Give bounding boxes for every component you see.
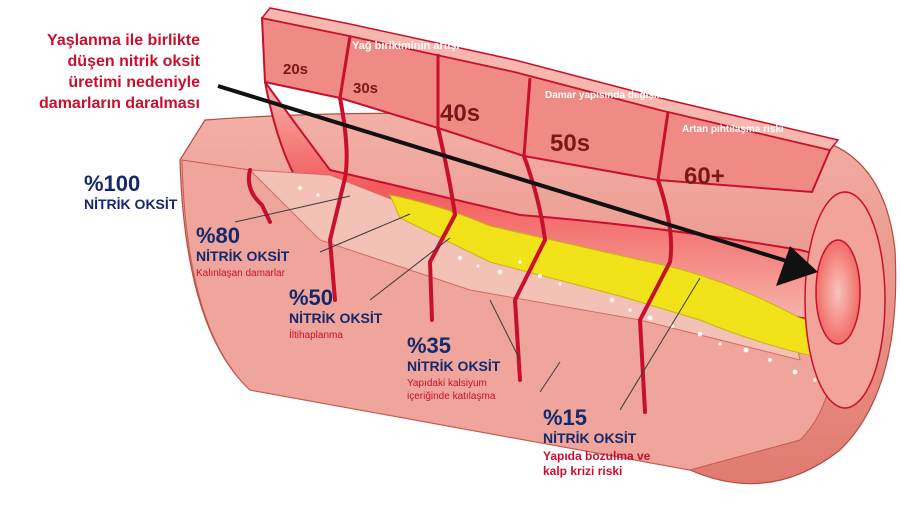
level-100: %100 NİTRİK OKSİT <box>84 172 177 213</box>
level-percent: %100 <box>84 171 141 196</box>
age-40s: 40s <box>440 100 481 127</box>
level-15: %15 NİTRİK OKSİT Yapıda bozulma ve kalp … <box>543 406 673 479</box>
level-note: Yapıda bozulma ve kalp krizi riski <box>543 449 651 478</box>
level-percent: %80 <box>196 223 241 248</box>
level-note: Yapıdaki kalsiyum içeriğinde katılaşma <box>407 378 496 402</box>
artery-opening-inner <box>815 239 861 345</box>
level-label: NİTRİK OKSİT <box>196 248 290 264</box>
leader-lines <box>234 195 701 411</box>
age-50s: 50s <box>550 130 591 157</box>
band-dividers <box>338 35 670 181</box>
level-label: NİTRİK OKSİT <box>543 430 637 446</box>
level-percent: %35 <box>407 333 452 358</box>
age-30s: 30s <box>353 80 379 97</box>
level-note: İltihaplanma <box>289 330 343 341</box>
level-note: Kalınlaşan damarlar <box>196 268 285 279</box>
level-35: %35 NİTRİK OKSİT Yapıdaki kalsiyum içeri… <box>407 334 527 403</box>
caption-structure-change: Damar yapısında değişim <box>545 90 666 101</box>
progression-arrow-head <box>776 246 818 286</box>
headline: Yaşlanma ile birlikte düşen nitrik oksit… <box>39 32 200 112</box>
progression-arrow-shaft <box>217 84 791 264</box>
caption-clot-risk: Artan pıhtılaşma riski <box>682 124 784 135</box>
level-label: NİTRİK OKSİT <box>84 196 178 212</box>
level-percent: %15 <box>543 405 588 430</box>
level-label: NİTRİK OKSİT <box>407 358 501 374</box>
segment-dividers <box>246 96 674 414</box>
age-20s: 20s <box>283 61 309 78</box>
age-60-plus: 60+ <box>684 163 725 190</box>
level-percent: %50 <box>289 285 334 310</box>
level-50: %50 NİTRİK OKSİT İltihaplanma <box>289 286 382 342</box>
plaque-deposit <box>389 194 841 361</box>
caption-fat-buildup: Yağ birikiminin artışı <box>352 40 460 52</box>
age-band-top <box>260 7 840 151</box>
level-label: NİTRİK OKSİT <box>289 310 383 326</box>
level-80: %80 NİTRİK OKSİT Kalınlaşan damarlar <box>196 224 289 280</box>
